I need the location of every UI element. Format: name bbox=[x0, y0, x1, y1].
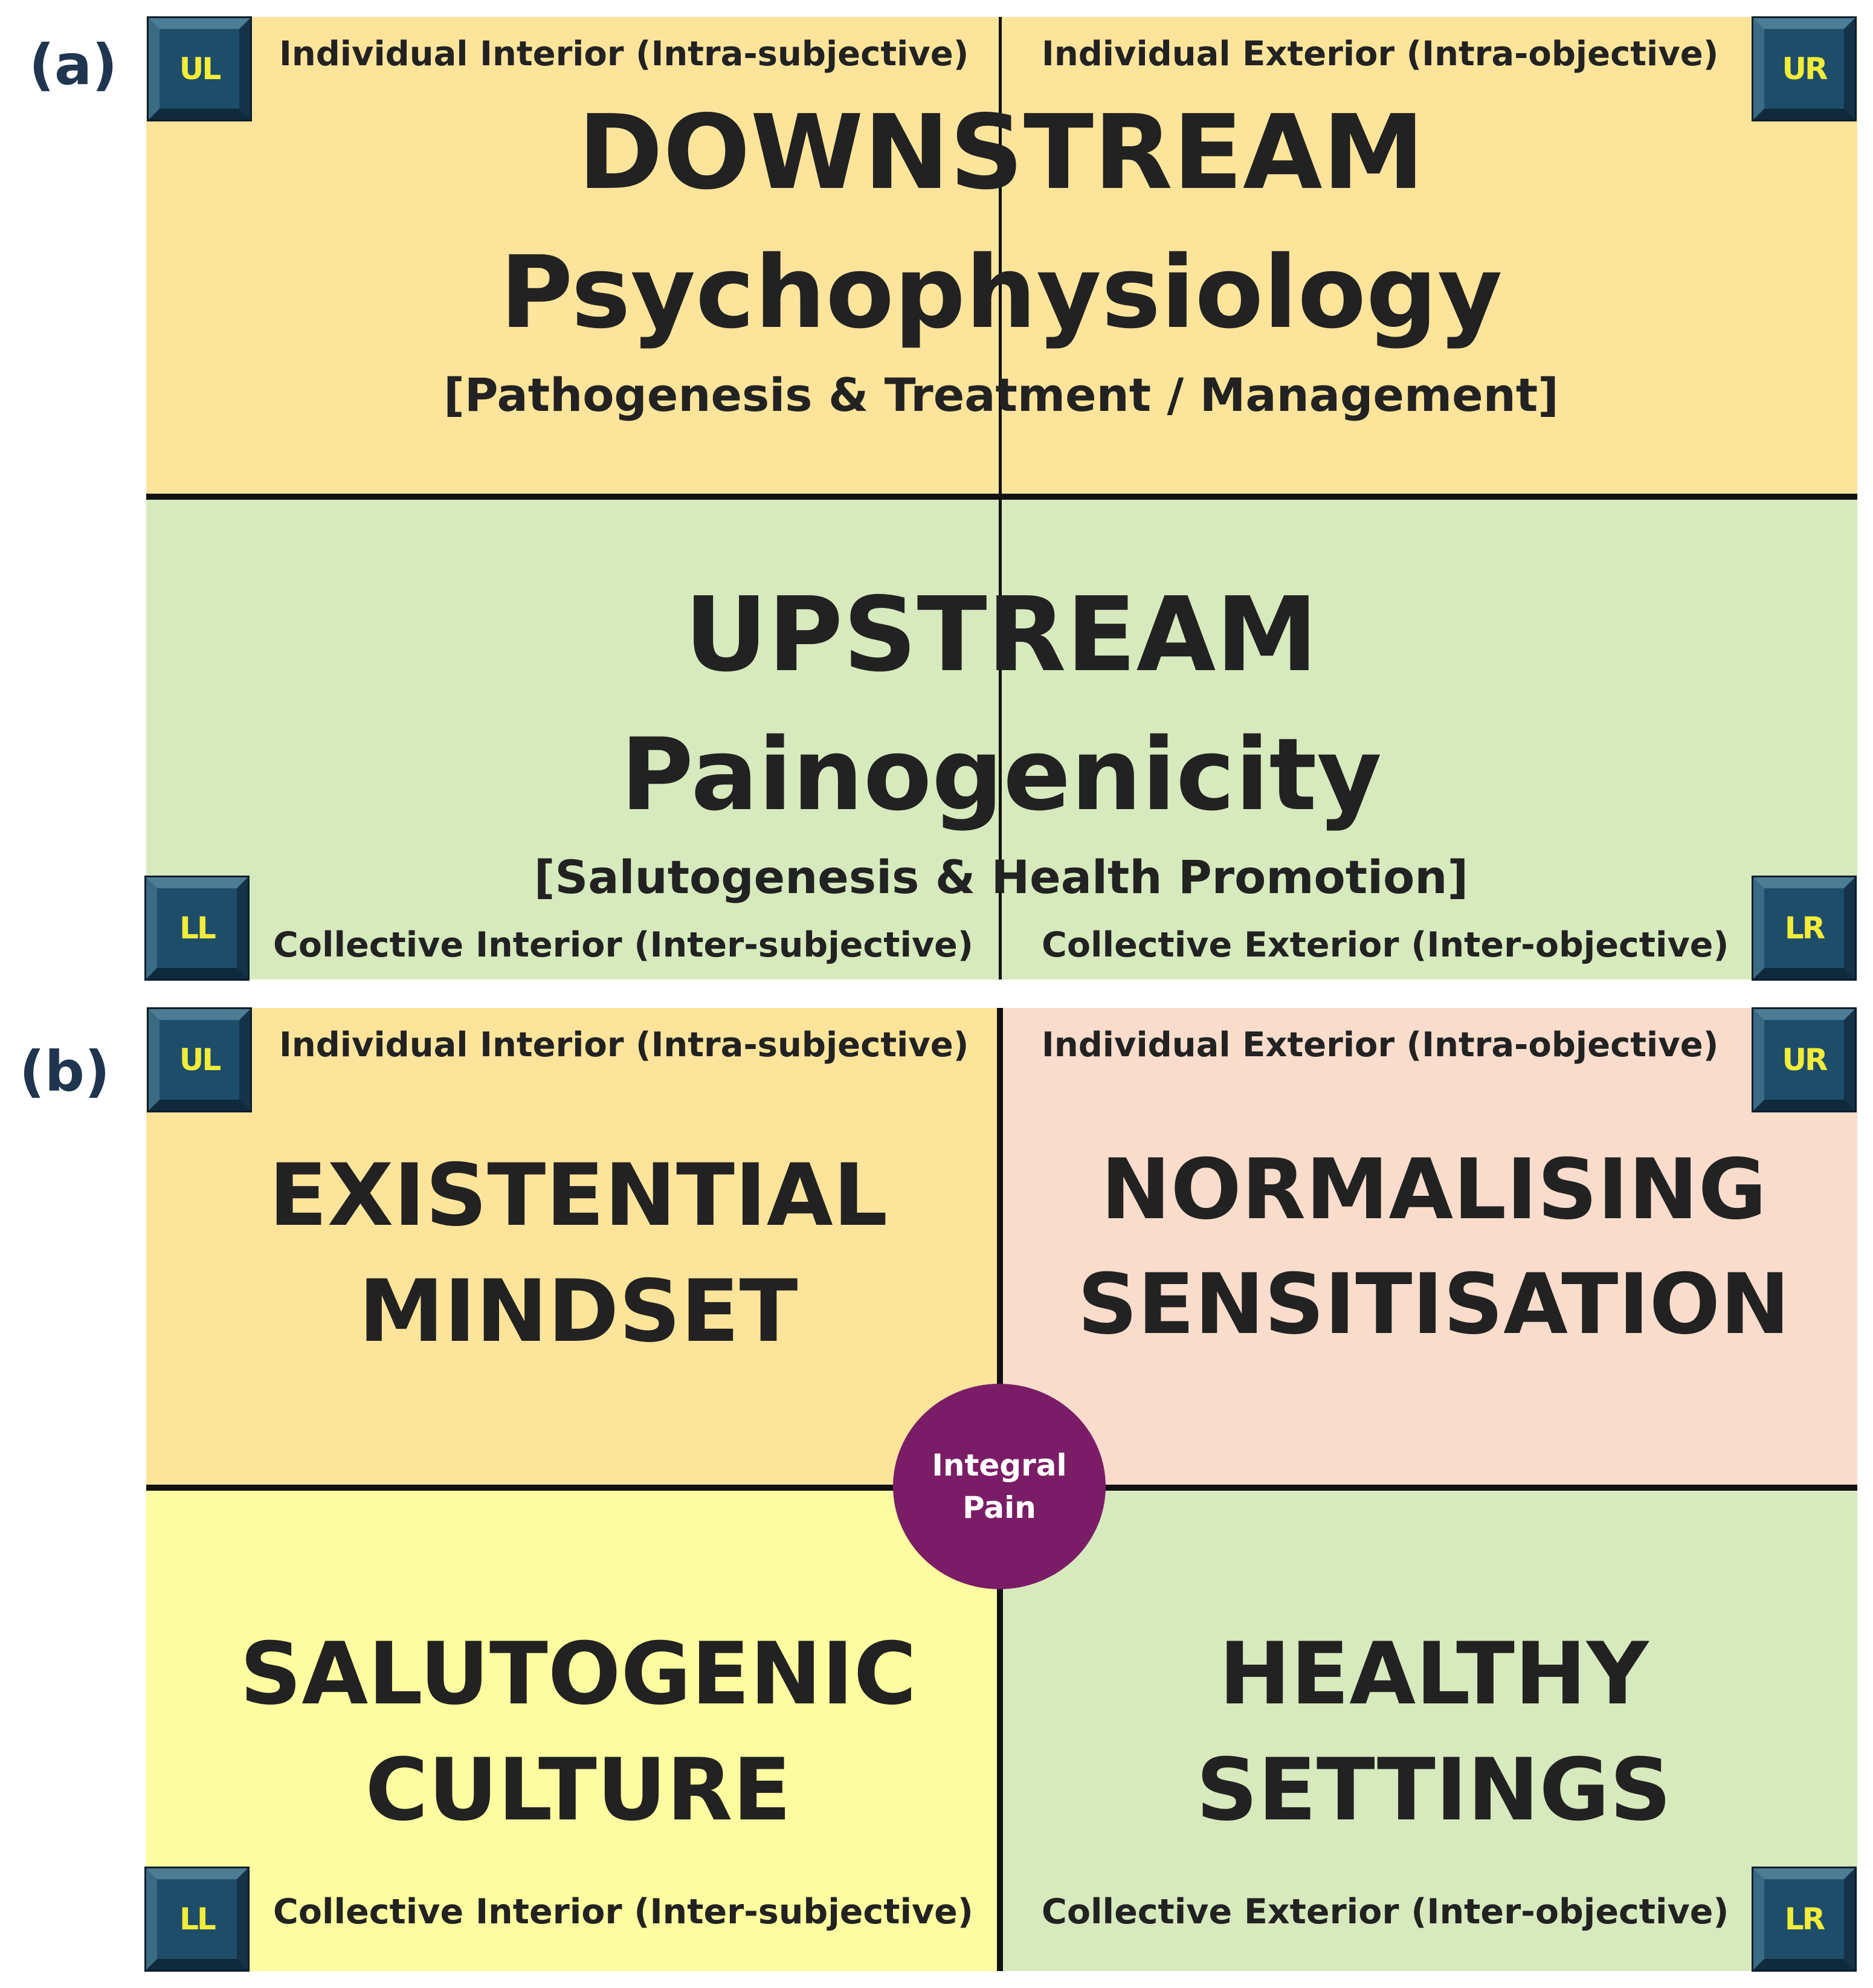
panel-a-badge-ur: UR bbox=[1752, 16, 1857, 121]
panel-b-lr-line1: HEALTHY bbox=[1219, 1624, 1649, 1724]
panel-a-horizontal-divider bbox=[146, 494, 1857, 500]
panel-b-label: (b) bbox=[19, 1039, 110, 1104]
panel-b-ul-line1: EXISTENTIAL bbox=[268, 1146, 888, 1245]
panel-a-bottom-subheading: Painogenicity bbox=[620, 717, 1382, 833]
panel-a-badge-lr: LR bbox=[1752, 876, 1857, 981]
panel-a-top-subheading: Psychophysiology bbox=[500, 234, 1503, 350]
panel-a-vertical-divider bbox=[999, 17, 1002, 979]
panel-b-lr-fill bbox=[1000, 1488, 1857, 1971]
panel-a-bottom-heading: UPSTREAM bbox=[684, 575, 1318, 695]
panel-b-label-ul: Individual Interior (Intra-subjective) bbox=[279, 1025, 969, 1065]
panel-b-badge-ul: UL bbox=[147, 1007, 252, 1112]
panel-b-ul-line2: MINDSET bbox=[358, 1262, 798, 1361]
panel-a-bottom-note: [Salutogenesis & Health Promotion] bbox=[534, 850, 1469, 904]
panel-a-label-ll: Collective Interior (Inter-subjective) bbox=[273, 925, 973, 965]
panel-b-ur-line2: SENSITISATION bbox=[1077, 1256, 1790, 1353]
panel-b-ur-line1: NORMALISING bbox=[1101, 1141, 1767, 1238]
panel-b-lr-line2: SETTINGS bbox=[1196, 1740, 1672, 1840]
panel-a-label: (a) bbox=[29, 33, 118, 97]
panel-a-top-fill bbox=[146, 17, 1857, 497]
panel-a-label-ur: Individual Exterior (Intra-objective) bbox=[1042, 34, 1719, 74]
panel-b-badge-lr: LR bbox=[1752, 1867, 1857, 1972]
panel-b-ll-line1: SALUTOGENIC bbox=[240, 1624, 917, 1724]
panel-b-ll-fill bbox=[146, 1488, 1000, 1971]
panel-b-badge-ll: LL bbox=[144, 1867, 250, 1972]
panel-b-label-ur: Individual Exterior (Intra-objective) bbox=[1042, 1025, 1719, 1065]
panel-b-badge-ur: UR bbox=[1752, 1007, 1857, 1112]
panel-a-top-heading: DOWNSTREAM bbox=[578, 93, 1425, 213]
panel-b-ll-line2: CULTURE bbox=[365, 1740, 791, 1840]
panel-b-label-lr: Collective Exterior (Inter-objective) bbox=[1042, 1892, 1729, 1932]
panel-b-ur-fill bbox=[1000, 1008, 1857, 1488]
panel-a-bottom-fill bbox=[146, 497, 1857, 979]
panel-b-label-ll: Collective Interior (Inter-subjective) bbox=[273, 1892, 973, 1932]
panel-a-label-ul: Individual Interior (Intra-subjective) bbox=[279, 34, 969, 74]
panel-a-badge-ll: LL bbox=[144, 876, 250, 981]
panel-a-label-lr: Collective Exterior (Inter-objective) bbox=[1042, 925, 1729, 965]
panel-a-badge-ul: UL bbox=[147, 16, 252, 121]
panel-b-ul-fill bbox=[146, 1008, 1000, 1488]
panel-a-top-note: [Pathogenesis & Treatment / Management] bbox=[443, 368, 1559, 422]
